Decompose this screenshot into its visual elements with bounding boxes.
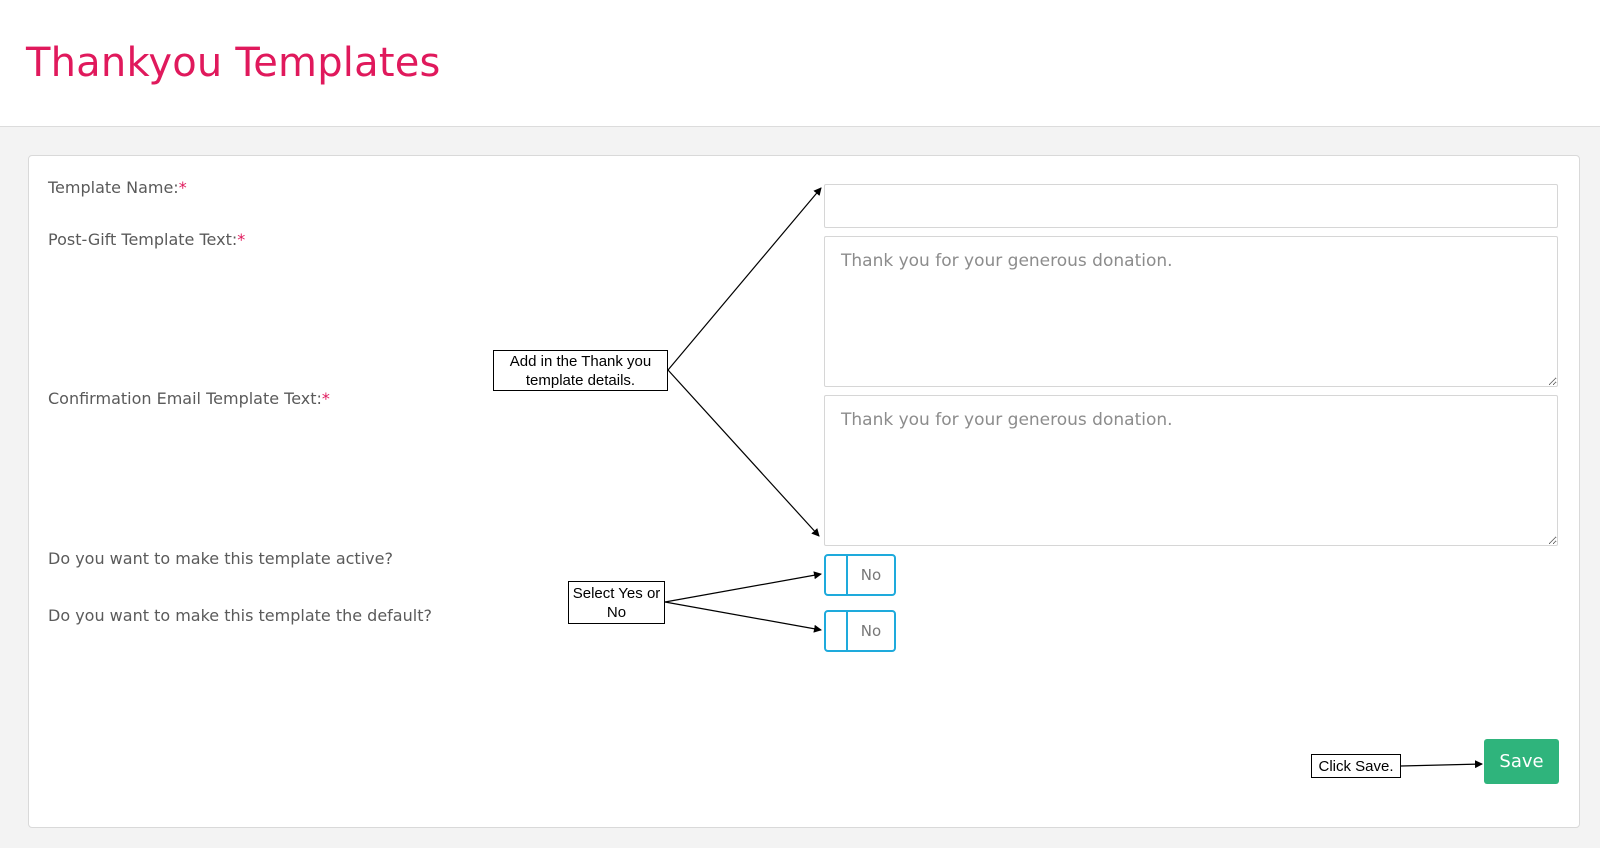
required-mark: * [321,389,330,408]
default-question-label: Do you want to make this template the de… [48,606,432,625]
required-mark: * [178,178,187,197]
required-mark: * [237,230,246,249]
template-name-label: Template Name:* [48,178,187,197]
page-header: Thankyou Templates [0,0,1600,127]
callout-click-save: Click Save. [1311,754,1401,778]
post-gift-label: Post-Gift Template Text:* [48,230,246,249]
confirmation-email-textarea[interactable] [824,395,1558,546]
toggle-handle[interactable] [826,556,848,594]
toggle-handle[interactable] [826,612,848,650]
save-button[interactable]: Save [1484,739,1559,784]
confirmation-email-label: Confirmation Email Template Text:* [48,389,330,408]
active-toggle[interactable]: No [824,554,896,596]
callout-select-yes-no: Select Yes or No [568,581,665,624]
post-gift-textarea[interactable] [824,236,1558,387]
page-title: Thankyou Templates [26,40,441,86]
template-name-input[interactable] [824,184,1558,228]
active-toggle-state: No [860,566,882,584]
default-toggle[interactable]: No [824,610,896,652]
callout-template-details: Add in the Thank you template details. [493,350,668,391]
active-question-label: Do you want to make this template active… [48,549,393,568]
default-toggle-state: No [860,622,882,640]
